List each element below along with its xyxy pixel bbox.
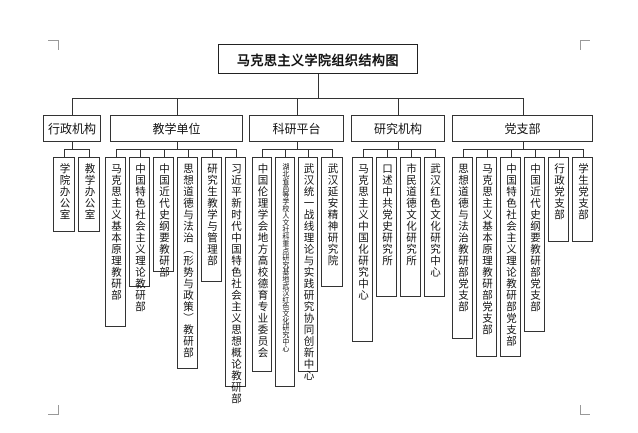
unit-label: 马克思主义基本原理教研部 [110,163,122,301]
unit-drop-line [116,149,117,157]
unit-drop-line [236,149,237,157]
unit-drop-line [188,149,189,157]
unit-label: 武汉统一战线理论与实践研究协同创新中心 [302,163,315,382]
unit-bus-line [463,149,584,150]
crop-mark [580,40,590,41]
unit-box: 研究生教学与管理部 [201,157,222,282]
unit-label: 研究生教学与管理部 [206,163,218,267]
crop-mark [58,405,59,415]
unit-box: 学院办公室 [53,157,75,232]
crop-mark [48,414,58,415]
category-box: 教学单位 [110,115,243,142]
unit-label: 学院办公室 [58,163,71,221]
unit-box: 马克思主义中国化研究中心 [352,157,373,342]
category-stem-line [398,142,399,149]
crop-mark [48,40,58,41]
category-stem-line [177,142,178,149]
unit-drop-line [463,149,464,157]
unit-label: 中国伦理学会地方高校德育专业委员会 [256,163,269,359]
unit-drop-line [583,149,584,157]
unit-bus-line [116,149,237,150]
unit-box: 市民道德文化研究所 [400,157,421,297]
unit-bus-line [64,149,90,150]
unit-label: 武汉红色文化研究中心 [429,163,441,278]
unit-label: 口述中共党史研究所 [381,163,393,267]
title-connector-line [318,74,319,98]
category-stem-line [297,142,298,149]
unit-bus-line [262,149,333,150]
unit-box: 武汉延安精神研究院 [321,157,343,287]
unit-label: 学生党支部 [577,163,589,221]
unit-box: 中国特色社会主义理论教研部党支部 [500,157,521,357]
crop-mark [580,405,581,415]
unit-box: 马克思主义基本原理教研部 [105,157,126,327]
unit-label: 武汉延安精神研究院 [326,163,339,267]
unit-drop-line [411,149,412,157]
crop-mark [58,40,59,50]
unit-box: 武汉红色文化研究中心 [424,157,445,297]
unit-drop-line [285,149,286,157]
unit-label: 行政党支部 [553,163,565,221]
unit-drop-line [487,149,488,157]
crop-mark [580,414,590,415]
unit-label: 市民道德文化研究所 [405,163,417,267]
unit-drop-line [64,149,65,157]
category-drop-line [523,98,524,115]
unit-drop-line [89,149,90,157]
unit-box: 马克思主义基本原理教研部党支部 [476,157,497,357]
unit-label: 中国近代史纲要教研部 [158,163,170,278]
unit-drop-line [308,149,309,157]
unit-label: 马克思主义中国化研究中心 [357,163,369,301]
unit-label: 思想道德与法治（形势与政策）教研部 [182,163,194,359]
chart-title: 马克思主义学院组织结构图 [218,44,418,74]
crop-mark [580,40,581,50]
unit-drop-line [535,149,536,157]
unit-label: 思想道德与法治教研部党支部 [457,163,469,313]
unit-box: 行政党支部 [548,157,569,242]
unit-box: 学生党支部 [572,157,593,242]
category-stem-line [523,142,524,149]
unit-label: 湖北省高等学校人文社科重点研究基地武汉红色文化研究中心 [281,163,290,352]
category-drop-line [398,98,399,115]
unit-label: 教学办公室 [83,163,96,221]
unit-box: 中国特色社会主义理论教研部 [129,157,150,313]
category-box: 科研平台 [249,115,344,142]
unit-label: 中国特色社会主义理论教研部 [134,163,146,313]
category-drop-line [72,98,73,115]
unit-box: 武汉统一战线理论与实践研究协同创新中心 [298,157,318,382]
category-box: 党支部 [452,115,593,142]
category-stem-line [72,142,73,149]
unit-drop-line [140,149,141,157]
unit-box: 中国近代史纲要教研部党支部 [524,157,545,332]
unit-drop-line [511,149,512,157]
unit-label: 中国近代史纲要教研部党支部 [529,163,541,313]
unit-drop-line [332,149,333,157]
unit-box: 中国伦理学会地方高校德育专业委员会 [252,157,272,372]
unit-bus-line [363,149,436,150]
unit-drop-line [262,149,263,157]
unit-drop-line [164,149,165,157]
unit-drop-line [387,149,388,157]
category-drop-line [177,98,178,115]
category-box: 研究机构 [351,115,445,142]
unit-box: 思想道德与法治教研部党支部 [452,157,473,339]
unit-box: 中国近代史纲要教研部 [153,157,174,278]
category-drop-line [297,98,298,115]
unit-box: 思想道德与法治（形势与政策）教研部 [177,157,198,369]
category-box: 行政机构 [43,115,101,142]
unit-drop-line [212,149,213,157]
unit-box: 教学办公室 [78,157,100,232]
unit-drop-line [363,149,364,157]
unit-drop-line [559,149,560,157]
unit-box: 口述中共党史研究所 [376,157,397,297]
unit-label: 习近平新时代中国特色社会主义思想概论教研部 [230,163,242,405]
unit-label: 中国特色社会主义理论教研部党支部 [505,163,517,347]
unit-drop-line [435,149,436,157]
unit-label: 马克思主义基本原理教研部党支部 [481,163,493,336]
unit-box: 习近平新时代中国特色社会主义思想概论教研部 [225,157,246,405]
unit-box: 湖北省高等学校人文社科重点研究基地武汉红色文化研究中心 [275,157,295,387]
